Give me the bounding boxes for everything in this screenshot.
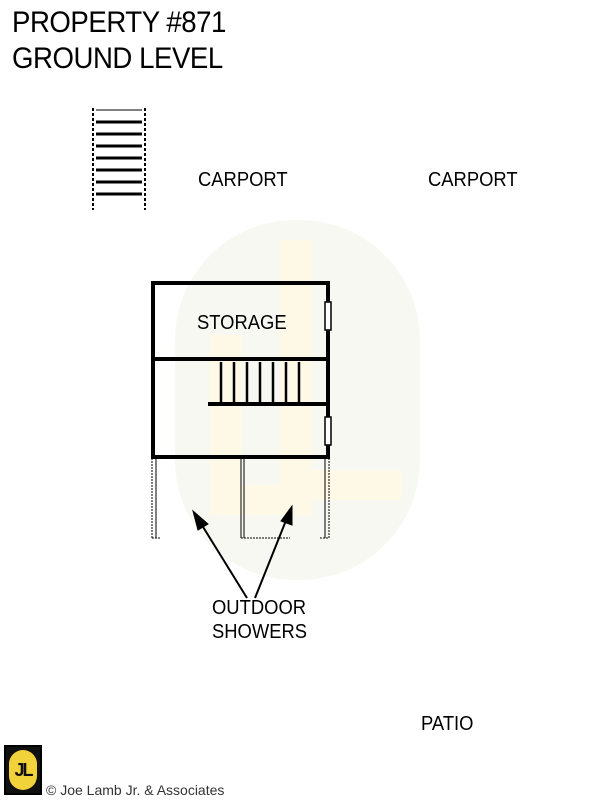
patio-label: PATIO [421, 713, 474, 735]
shower-arrows [192, 504, 293, 599]
carport-right-label: CARPORT [428, 169, 518, 191]
interior-stair [208, 362, 328, 406]
company-logo-text: JL [9, 750, 37, 790]
outdoor-shower-stalls [151, 458, 330, 539]
outdoor-showers-label-line1: OUTDOOR [212, 597, 307, 619]
storage-building [151, 281, 332, 459]
watermark-logo [175, 220, 420, 580]
exterior-stair [92, 108, 146, 210]
storage-label: STORAGE [197, 312, 287, 334]
copyright-text: © Joe Lamb Jr. & Associates [46, 782, 225, 798]
property-title: PROPERTY #871 [12, 6, 226, 39]
level-title: GROUND LEVEL [12, 42, 223, 75]
company-logo: JL [4, 745, 42, 795]
carport-left-label: CARPORT [198, 169, 288, 191]
outdoor-showers-label-line2: SHOWERS [212, 621, 308, 643]
